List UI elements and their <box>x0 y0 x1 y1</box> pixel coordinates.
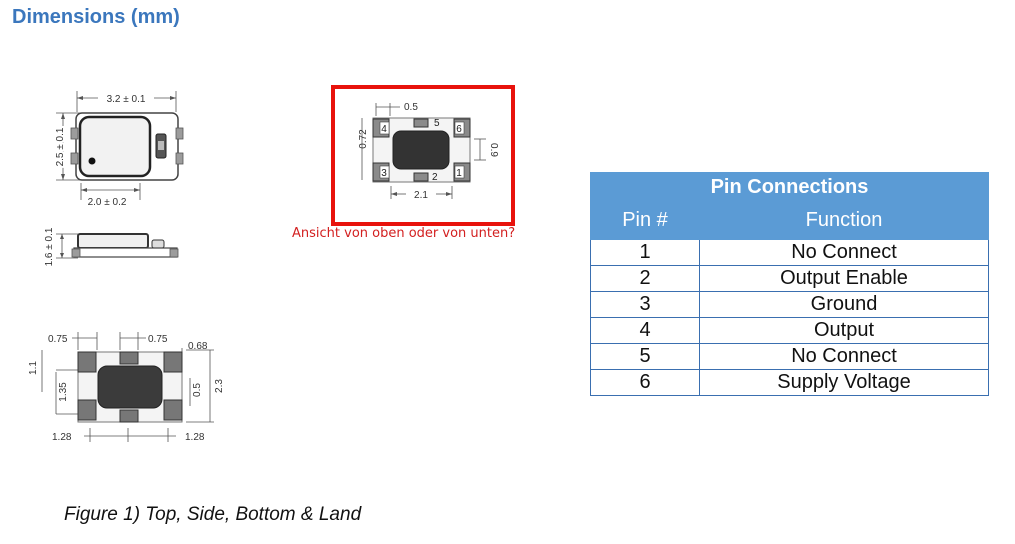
bottom-dim-right-2: 2.3 <box>214 379 225 393</box>
bottom-dim-bottom-left: 1.28 <box>52 432 72 443</box>
bottom-dim-mid-top: 0.75 <box>148 334 168 345</box>
column-header-function: Function <box>699 201 989 240</box>
land-pin-1: 1 <box>456 168 462 179</box>
land-pin-6: 6 <box>456 124 462 135</box>
figure-caption: Figure 1) Top, Side, Bottom & Land <box>64 504 362 525</box>
land-pin-5: 5 <box>434 118 440 129</box>
function-cell: Ground <box>699 291 989 318</box>
land-pin-2: 2 <box>432 172 438 183</box>
land-pin-3: 3 <box>381 168 387 179</box>
table-title: Pin Connections <box>590 172 989 202</box>
column-header-pin: Pin # <box>590 201 700 240</box>
bottom-dim-bottom-right: 1.28 <box>185 432 205 443</box>
table-title-row: Pin Connections <box>590 172 989 202</box>
top-width-dim: 3.2 ± 0.1 <box>107 94 146 105</box>
table-row: 2 Output Enable <box>590 265 989 292</box>
land-dim-bottom: 2.1 <box>414 190 428 201</box>
highlight-frame <box>331 85 515 226</box>
function-cell: No Connect <box>699 239 989 266</box>
function-cell: Supply Voltage <box>699 369 989 396</box>
land-pin-4: 4 <box>381 124 387 135</box>
section-heading: Dimensions (mm) <box>12 6 180 28</box>
table-header-row: Pin # Function <box>590 201 989 240</box>
bottom-dim-right-top: 0.68 <box>188 341 208 352</box>
bottom-dim-left-top: 0.75 <box>48 334 68 345</box>
annotation-note: Ansicht von oben oder von unten? <box>292 226 516 241</box>
table-row: 3 Ground <box>590 291 989 318</box>
top-lower-dim: 2.0 ± 0.2 <box>88 197 127 208</box>
function-cell: Output Enable <box>699 265 989 292</box>
pin-cell: 6 <box>590 369 700 396</box>
pin-cell: 4 <box>590 317 700 344</box>
side-view-drawing: 1.6 ± 0.1 <box>44 227 179 266</box>
pin-cell: 1 <box>590 239 700 266</box>
bottom-view-drawing: 0.75 0.75 0.68 1.1 1.35 0.5 2.3 <box>28 332 225 443</box>
function-cell: Output <box>699 317 989 344</box>
table-row: 4 Output <box>590 317 989 344</box>
pin-cell: 3 <box>590 291 700 318</box>
top-height-dim: 2.5 ± 0.1 <box>55 127 66 166</box>
land-dim-left: 0.72 <box>358 129 369 149</box>
land-dim-top: 0.5 <box>404 102 418 113</box>
bottom-dim-left-2: 1.35 <box>58 382 69 402</box>
top-view-drawing: 3.2 ± 0.1 2.5 ± 0.1 2.0 ± 0.2 <box>53 91 184 208</box>
pin-cell: 5 <box>590 343 700 370</box>
bottom-dim-left-1: 1.1 <box>28 361 39 375</box>
table-row: 1 No Connect <box>590 239 989 266</box>
land-pattern-drawing: 0.5 0.72 0.9 4 5 6 3 2 1 <box>358 102 499 201</box>
table-row: 6 Supply Voltage <box>590 369 989 396</box>
pin-connections-table: Pin Connections Pin # Function 1 No Conn… <box>590 172 989 396</box>
bottom-dim-right-1: 0.5 <box>192 383 203 397</box>
pin-cell: 2 <box>590 265 700 292</box>
land-dim-right: 0.9 <box>488 143 499 157</box>
function-cell: No Connect <box>699 343 989 370</box>
side-height-dim: 1.6 ± 0.1 <box>44 227 55 266</box>
table-row: 5 No Connect <box>590 343 989 370</box>
